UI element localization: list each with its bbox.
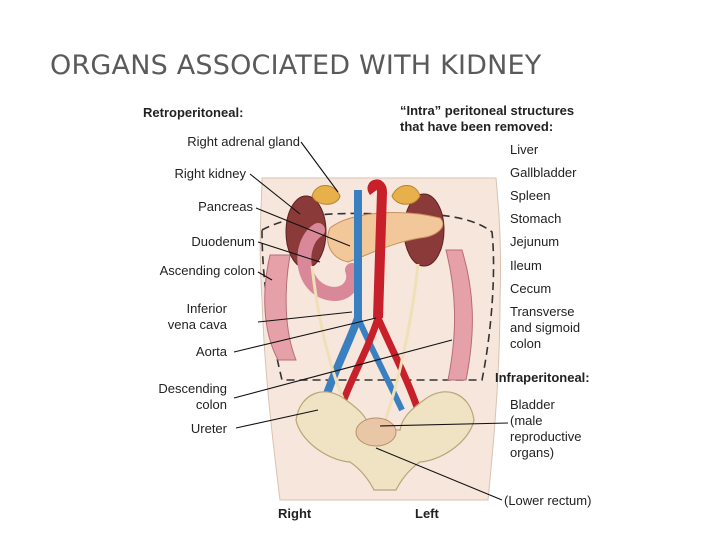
intra-item-jejunum: Jejunum (510, 234, 559, 251)
side-label-right: Right (278, 506, 311, 523)
label-right-adrenal-gland: Right adrenal gland (187, 134, 300, 151)
label-descending: Descending (158, 381, 227, 398)
bladder (356, 418, 396, 446)
intra-item-stomach: Stomach (510, 211, 561, 228)
label-vena-cava: vena cava (168, 317, 227, 334)
infra-item-bladder: Bladder (510, 397, 555, 414)
intra-item-liver: Liver (510, 142, 538, 159)
side-label-left: Left (415, 506, 439, 523)
label-ureter: Ureter (191, 421, 227, 438)
label-ascending-colon: Ascending colon (160, 263, 255, 280)
infra-item-reproductive: reproductive (510, 429, 582, 446)
label-aorta: Aorta (196, 344, 227, 361)
intra-item-gallbladder: Gallbladder (510, 165, 577, 182)
infraperitoneal-header: Infraperitoneal: (495, 370, 590, 387)
label-lower-rectum: (Lower rectum) (504, 493, 591, 510)
label-duodenum: Duodenum (191, 234, 255, 251)
retroperitoneal-header: Retroperitoneal: (143, 105, 243, 122)
label-inferior: Inferior (187, 301, 227, 318)
intra-header-line1: “Intra” peritoneal structures (400, 103, 574, 120)
infra-item-male: (male (510, 413, 543, 430)
label-right-kidney: Right kidney (174, 166, 246, 183)
intra-item-and-sigmoid: and sigmoid (510, 320, 580, 337)
intra-item-colon: colon (510, 336, 541, 353)
infra-item-organs: organs) (510, 445, 554, 462)
intra-item-cecum: Cecum (510, 281, 551, 298)
intra-header-line2: that have been removed: (400, 119, 553, 136)
intra-item-spleen: Spleen (510, 188, 550, 205)
intra-item-transverse: Transverse (510, 304, 575, 321)
intra-item-ileum: Ileum (510, 258, 542, 275)
label-colon: colon (196, 397, 227, 414)
label-pancreas: Pancreas (198, 199, 253, 216)
